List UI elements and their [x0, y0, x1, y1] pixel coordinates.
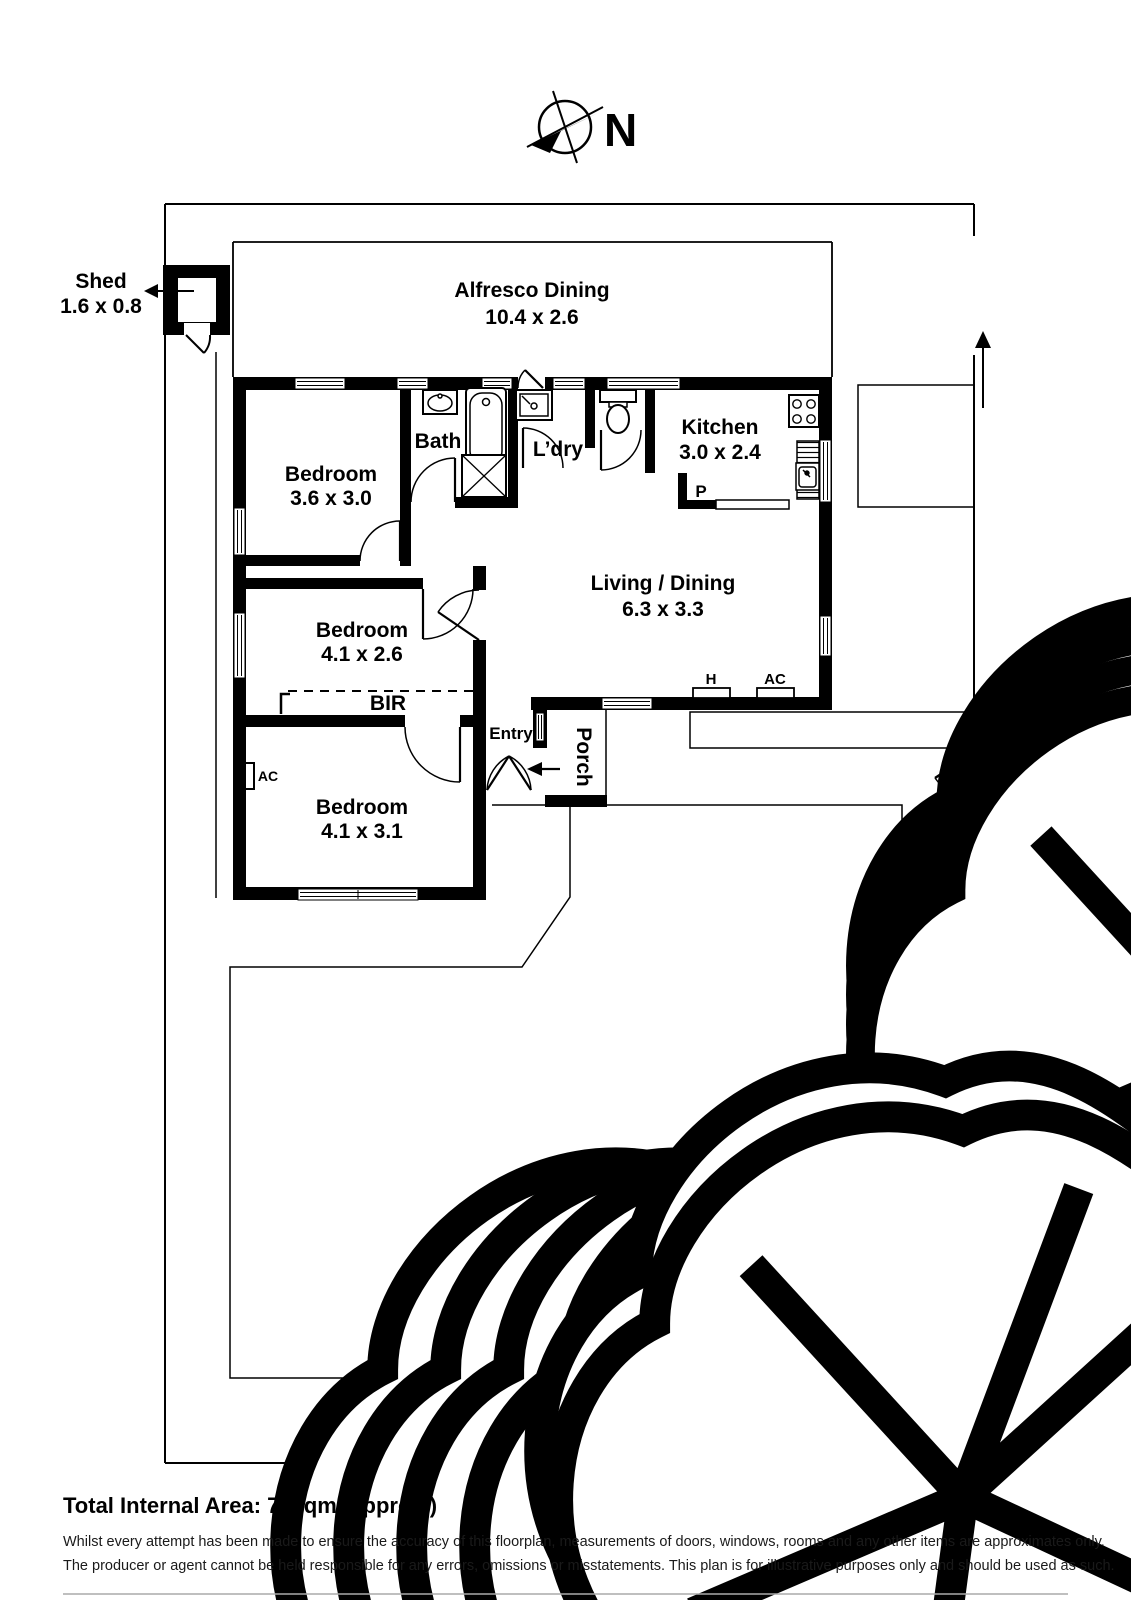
- toilet: [599, 389, 637, 434]
- fixtures: [244, 387, 820, 790]
- bedroom3-door: [404, 726, 462, 783]
- alfresco-area: [232, 241, 833, 377]
- window: [233, 612, 246, 679]
- wc-door: [599, 429, 642, 471]
- kitchen-label: Kitchen: [681, 416, 758, 439]
- disclaimer-line2: The producer or agent cannot be held res…: [63, 1558, 1115, 1574]
- bath-label: Bath: [415, 430, 462, 453]
- compass-north-label: N: [604, 104, 637, 156]
- window: [233, 507, 246, 556]
- laundry-label: L’dry: [533, 438, 584, 461]
- shed-label: Shed: [75, 270, 126, 293]
- bedroom3-ac-unit: [244, 762, 255, 790]
- ac-label: AC: [764, 671, 786, 688]
- window: [396, 377, 429, 390]
- bathtub: [465, 387, 507, 469]
- pantry-label: P: [695, 482, 706, 501]
- bedroom3-label: Bedroom: [316, 796, 408, 819]
- trees-layer: [230, 605, 1131, 1600]
- bedroom3-ac-label: AC: [258, 768, 278, 784]
- stove: [788, 394, 820, 428]
- bath-door: [410, 457, 457, 503]
- disclaimer-line1: Whilst every attempt has been made to en…: [63, 1534, 1105, 1550]
- shed-door-leaf: [185, 334, 205, 354]
- kitchen-bench: [715, 440, 820, 510]
- laundry-trough: [515, 389, 553, 421]
- alfresco-door: [517, 369, 544, 389]
- kitchen-side-garden-bed: [857, 384, 975, 508]
- windows: [233, 377, 832, 901]
- window: [819, 439, 832, 503]
- shed: [163, 265, 230, 354]
- hall-door: [437, 589, 480, 641]
- entry-label: Entry: [489, 724, 533, 743]
- living-dims: 6.3 x 3.3: [622, 598, 704, 621]
- total-area-title: Total Internal Area: 74sqm (approx.): [63, 1493, 437, 1518]
- alfresco-dims: 10.4 x 2.6: [485, 306, 578, 329]
- bir-label: BIR: [370, 692, 406, 715]
- entry-arrow-icon: [527, 762, 560, 776]
- window: [606, 377, 681, 390]
- porch-label: Porch: [572, 727, 595, 787]
- kitchen-dims: 3.0 x 2.4: [679, 441, 761, 464]
- bedroom3-dims: 4.1 x 3.1: [321, 820, 403, 843]
- alfresco-label: Alfresco Dining: [454, 279, 609, 302]
- bedroom2-dims: 4.1 x 2.6: [321, 643, 403, 666]
- window: [819, 615, 832, 657]
- laundry-door: [521, 427, 564, 469]
- shower: [461, 454, 507, 498]
- window: [601, 697, 653, 710]
- entry-door: [486, 755, 532, 791]
- driveway-arrow-icon: [975, 331, 991, 408]
- bedroom2-door: [421, 588, 474, 640]
- built-in-robe: [279, 690, 473, 714]
- ac-unit: [756, 687, 795, 699]
- shed-dims: 1.6 x 0.8: [60, 295, 142, 318]
- bedroom1-label: Bedroom: [285, 463, 377, 486]
- shed-door-arc: [203, 334, 212, 354]
- doors: [359, 369, 642, 791]
- kitchen-sink: [795, 462, 820, 491]
- bedroom2-label: Bedroom: [316, 619, 408, 642]
- heater-unit: [692, 687, 731, 699]
- shed-pointer-arrow-icon: [144, 284, 194, 298]
- window: [481, 377, 513, 390]
- heater-label: H: [706, 671, 717, 688]
- window: [297, 888, 419, 901]
- entry-sidelight-window: [535, 712, 545, 742]
- bedroom1-door: [359, 520, 402, 562]
- living-side-garden-bed: [689, 711, 975, 749]
- window: [552, 377, 586, 390]
- bath-sink: [422, 389, 458, 415]
- compass-icon: [526, 90, 604, 164]
- window: [294, 377, 346, 390]
- bedroom1-dims: 3.6 x 3.0: [290, 487, 372, 510]
- living-label: Living / Dining: [591, 572, 736, 595]
